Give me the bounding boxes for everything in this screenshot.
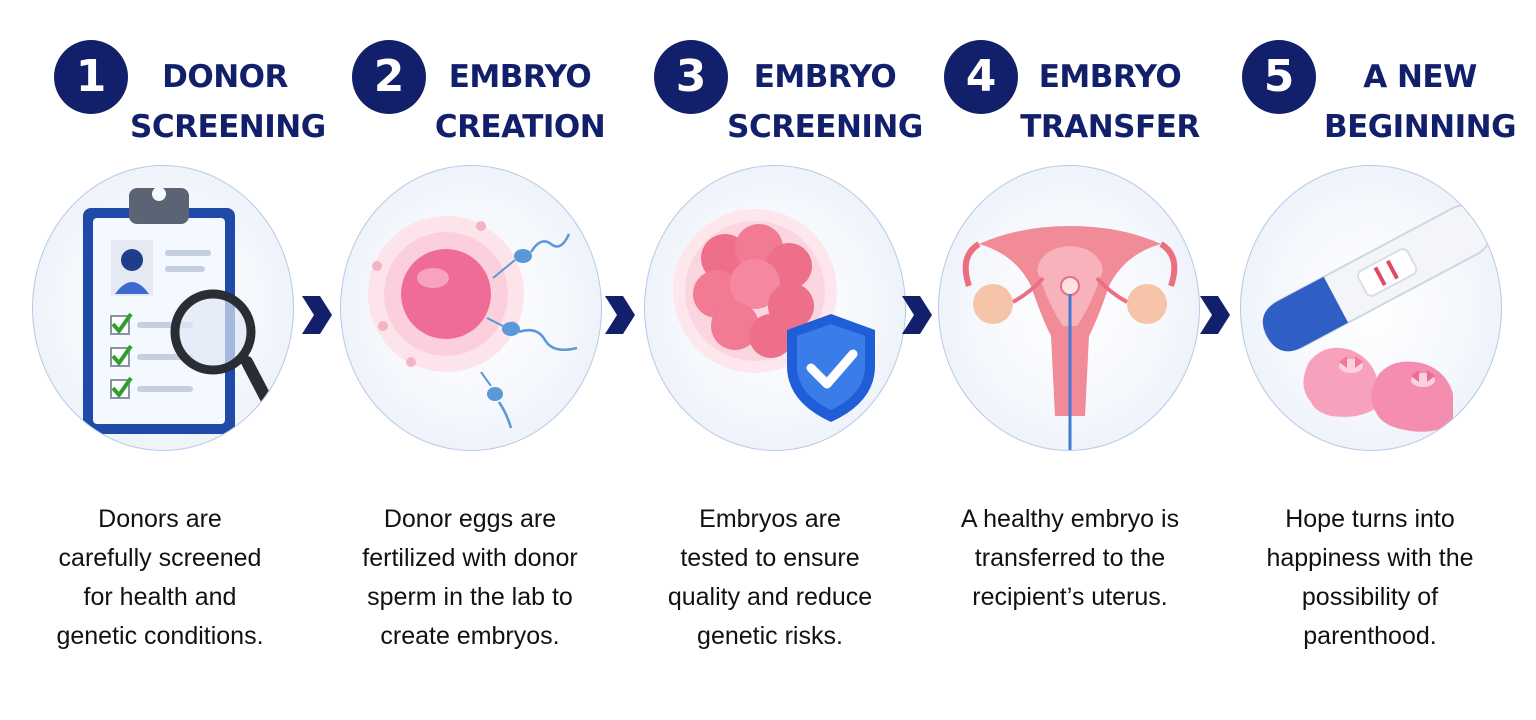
illustration-circle [340,165,602,451]
step-2: 2 EMBRYO CREATION Donor eggs are [320,0,620,720]
step-number-badge: 5 [1242,40,1316,114]
arrow-right-icon [1198,292,1232,338]
step-title: EMBRYO SCREENING [727,59,923,145]
illustration-circle [32,165,294,451]
arrow-right-icon [300,292,334,338]
step-4: 4 EMBRYO TRANSFER A healthy embryo is tr… [920,0,1220,720]
embryo-shield-icon [673,209,875,422]
step-number-badge: 1 [54,40,128,114]
step-title: A NEW BEGINNING [1323,59,1517,145]
illustration-circle [1240,165,1502,451]
step-number-badge: 3 [654,40,728,114]
arrow-right-icon [900,292,934,338]
step-3: 3 EMBRYO SCREENING Embryos are tested to… [630,0,930,720]
clipboard-checklist-icon [83,187,277,434]
step-description: Donors are carefully screened for health… [56,505,264,650]
step-number-badge: 2 [352,40,426,114]
step-number-badge: 4 [944,40,1018,114]
arrow-right-icon [603,292,637,338]
step-1: 1 DONOR SCREENING Donor [20,0,326,720]
uterus-icon [962,226,1178,450]
step-5: 5 A NEW BEGINNING Hope turns into happin… [1225,0,1525,720]
step-title: DONOR SCREENING [130,59,326,145]
step-description: Embryos are tested to ensure quality and… [667,505,873,650]
step-description: Hope turns into happiness with the possi… [1266,505,1474,650]
step-title: EMBRYO CREATION [434,59,606,145]
step-description: A healthy embryo is transferred to the r… [960,505,1180,611]
egg-sperm-icon [368,216,578,429]
pregnancy-test-booties-icon [1262,204,1492,432]
illustration-circle [644,165,906,451]
step-description: Donor eggs are fertilized with donor spe… [362,505,578,650]
illustration-circle [938,165,1200,451]
step-title: EMBRYO TRANSFER [1020,59,1200,145]
